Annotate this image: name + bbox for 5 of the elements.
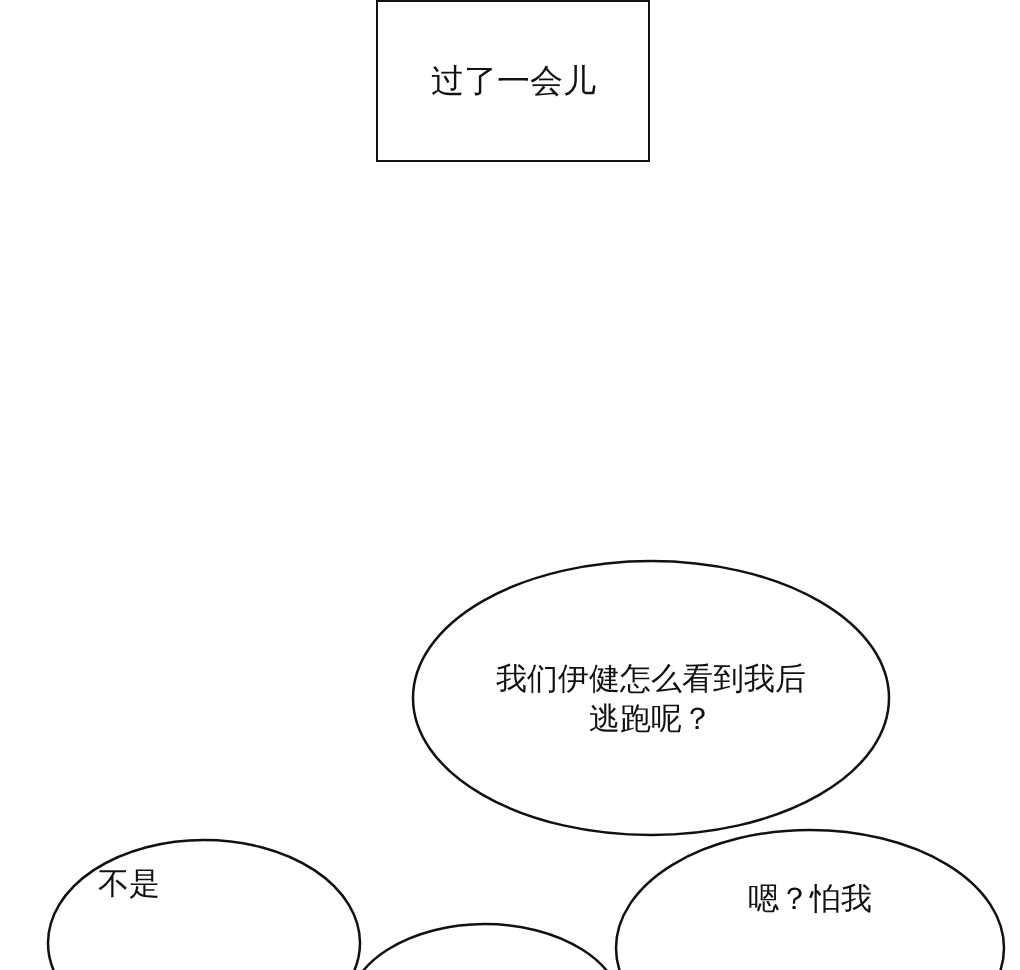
speech-text: 过了一会儿: [430, 59, 596, 102]
speech-text: 不是: [98, 863, 160, 903]
speech-text: 嗯？怕我: [748, 878, 872, 918]
speech-text: 我们伊健怎么看到我后逃跑呢？: [495, 658, 807, 738]
caption-box: [376, 0, 650, 162]
